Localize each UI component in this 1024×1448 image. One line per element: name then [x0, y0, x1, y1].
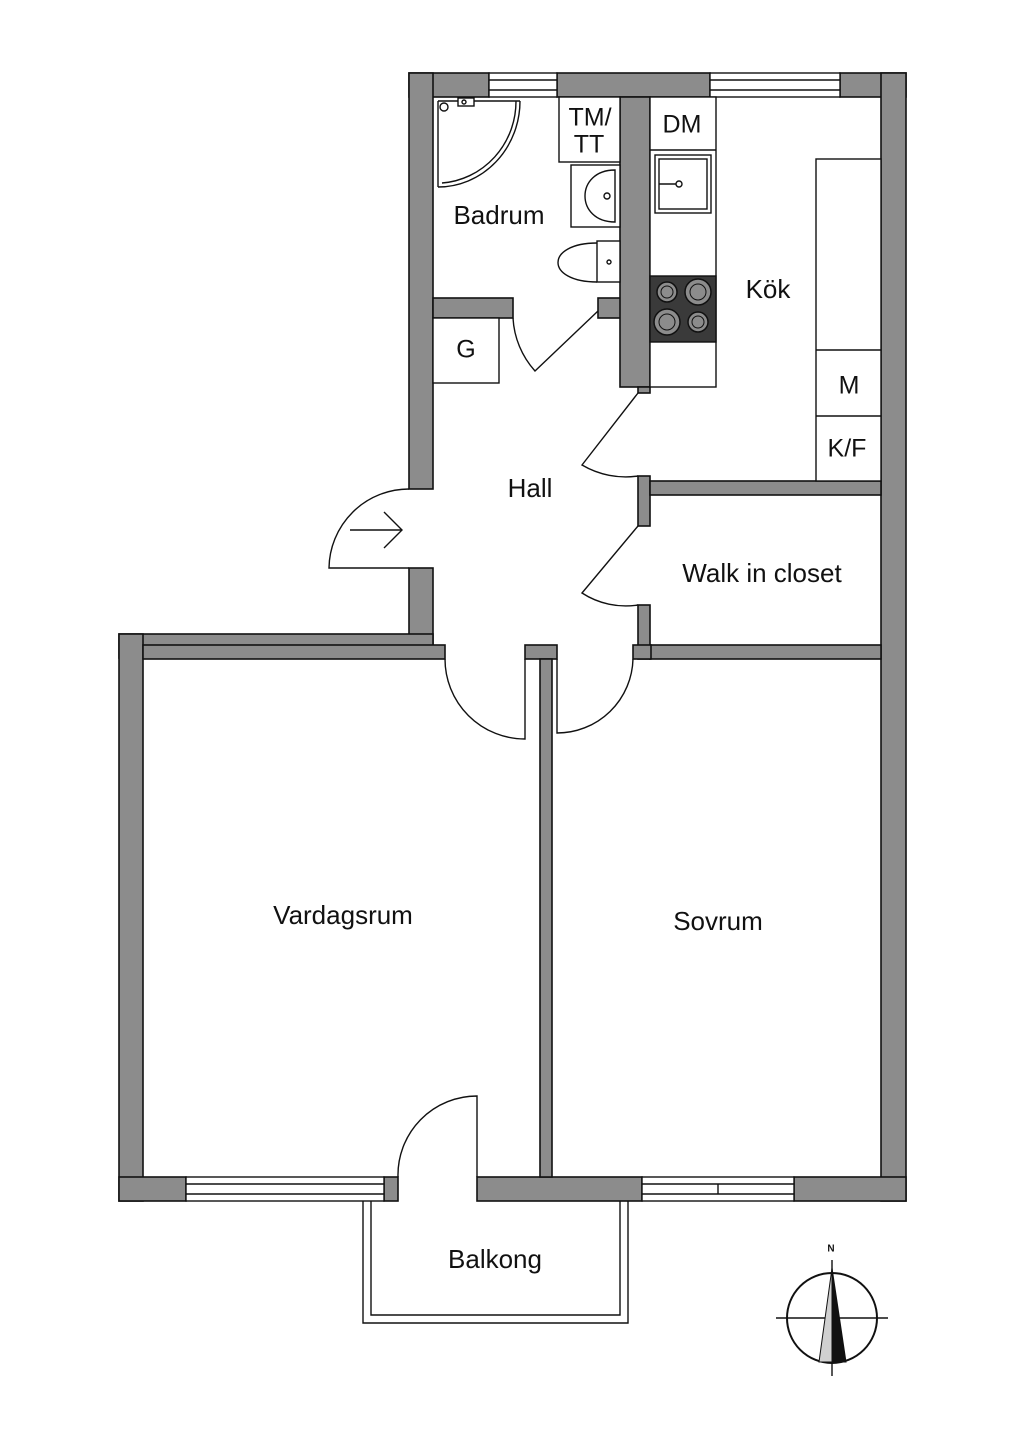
walls	[118, 72, 907, 1202]
fixture-label-g: G	[456, 336, 475, 364]
kitchen-door	[580, 392, 639, 478]
doors	[328, 310, 639, 1178]
room-label-kok: Kök	[746, 274, 792, 304]
bedroom-door	[556, 658, 634, 734]
windows	[185, 72, 841, 1202]
closet-door	[580, 525, 639, 607]
balcony	[362, 1201, 629, 1324]
compass-north-label: N	[827, 1244, 834, 1255]
toilet-icon	[557, 240, 621, 283]
room-label-walk-in-closet: Walk in closet	[682, 558, 842, 588]
room-label-badrum: Badrum	[453, 200, 544, 230]
entrance-door	[328, 488, 410, 569]
fixture-label-m: M	[839, 372, 860, 400]
fixture-label-dm: DM	[663, 111, 702, 139]
shower-icon	[437, 97, 521, 188]
room-label-hall: Hall	[508, 473, 553, 503]
stove-icon	[649, 275, 717, 343]
compass-icon: N	[776, 1244, 888, 1376]
bathroom-fixtures	[437, 96, 621, 283]
balcony-door	[397, 1095, 478, 1178]
wardrobe-box	[432, 317, 500, 384]
fixture-label-tm: TM/	[568, 104, 611, 132]
kitchen-fixtures	[649, 96, 882, 482]
bathroom-door	[512, 310, 599, 373]
living-room-door	[444, 658, 526, 740]
fixture-label-kf: K/F	[828, 435, 867, 463]
washer-dryer-box	[558, 96, 621, 163]
sink-icon	[570, 164, 621, 228]
room-label-vardagsrum: Vardagsrum	[273, 900, 413, 930]
room-label-balkong: Balkong	[448, 1244, 542, 1274]
kitchen-sink-icon	[654, 154, 712, 214]
fixture-label-tt: TT	[574, 131, 605, 159]
room-label-sovrum: Sovrum	[673, 906, 763, 936]
